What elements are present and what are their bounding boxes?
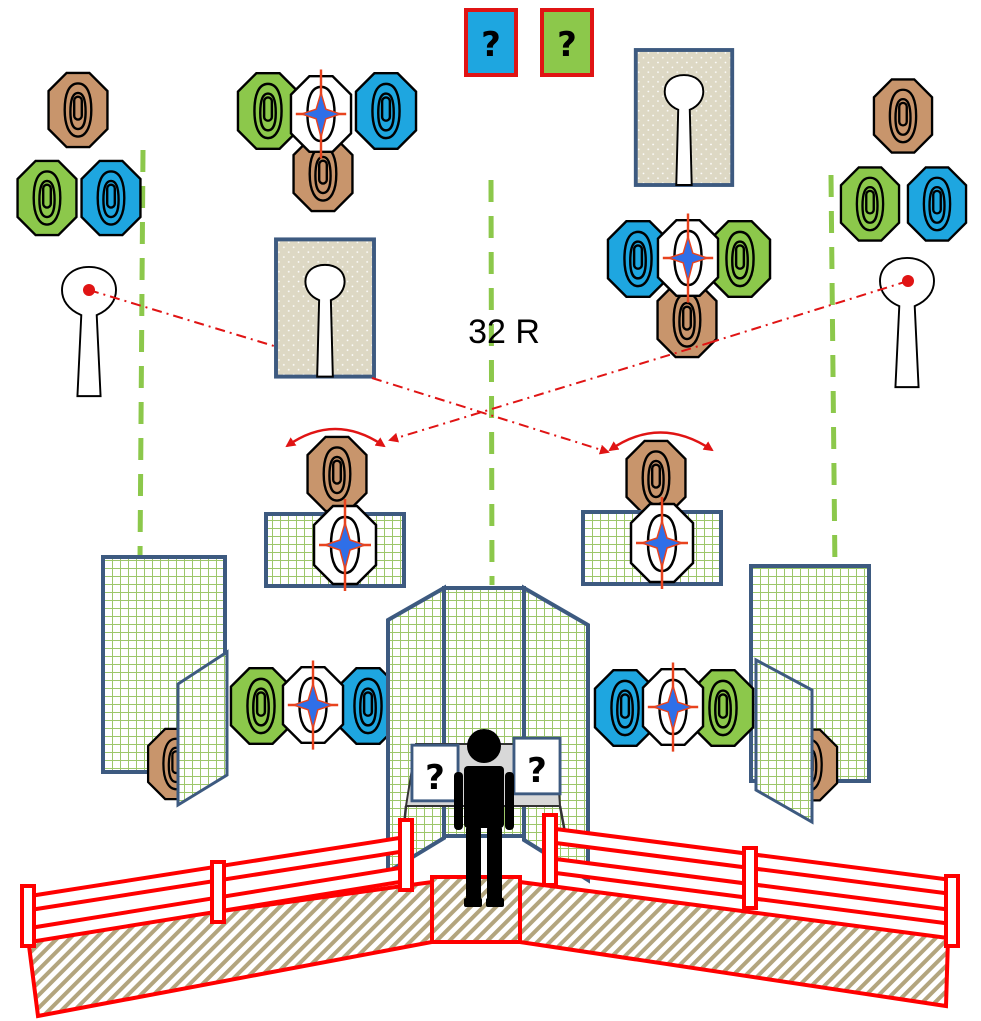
cluster-top-center-left xyxy=(236,68,418,213)
unknown-card-mark: ? xyxy=(481,25,501,65)
left-wall-group xyxy=(101,555,229,808)
unknown-card-green: ? xyxy=(540,8,594,77)
no-shoot-target xyxy=(656,212,720,304)
unknown-card-table-left: ? xyxy=(410,743,460,803)
brown-swinging-target xyxy=(306,435,368,513)
no-shoot-target xyxy=(281,659,345,751)
fault-line-center xyxy=(488,179,495,586)
activation-line xyxy=(88,289,275,347)
blue-target xyxy=(354,72,418,150)
activation-line xyxy=(388,341,713,443)
brown-target xyxy=(47,71,109,149)
unknown-card-blue: ? xyxy=(464,8,518,77)
rail-right xyxy=(542,813,960,948)
activation-line xyxy=(371,377,610,455)
unknown-card-mark: ? xyxy=(527,751,547,791)
blue-target xyxy=(80,159,142,237)
unknown-card-mark: ? xyxy=(425,758,445,798)
swing-arrow xyxy=(285,427,386,448)
mesh-wall-angled xyxy=(176,649,229,808)
right-wall-group xyxy=(749,564,871,825)
green-target xyxy=(236,72,300,150)
booth-left-panel xyxy=(386,584,446,876)
stage-label: 32 R xyxy=(468,313,540,351)
fault-line-left xyxy=(137,149,146,561)
green-target xyxy=(16,159,78,237)
swinger-right xyxy=(581,431,723,591)
activation-lines xyxy=(88,280,909,455)
swinger-left xyxy=(264,427,406,593)
cluster-top-left xyxy=(16,71,142,237)
top-unknown-cards: ? ? xyxy=(464,8,594,77)
popper-right xyxy=(879,256,935,389)
cluster-top-right xyxy=(839,78,968,242)
rail-left xyxy=(20,818,414,948)
swing-arrow xyxy=(608,431,714,452)
cluster-front-left xyxy=(229,659,400,751)
unknown-card-table-right: ? xyxy=(512,736,562,796)
popper-left xyxy=(61,265,117,398)
cluster-front-right xyxy=(593,661,755,753)
brown-target xyxy=(872,78,934,154)
cluster-mid-right xyxy=(606,212,772,359)
green-target xyxy=(839,166,901,242)
blue-target xyxy=(906,166,968,242)
mesh-wall-angled xyxy=(754,657,814,825)
unknown-card-mark: ? xyxy=(557,25,577,65)
cluster-top-right-panel xyxy=(633,48,735,187)
shooter-figure xyxy=(454,729,514,907)
fault-lines xyxy=(137,149,838,586)
no-shoot-target xyxy=(641,661,705,753)
fault-line-right xyxy=(828,174,838,573)
cardboard-panel-with-popper xyxy=(633,48,735,187)
cardboard-panel-with-popper xyxy=(274,237,376,379)
